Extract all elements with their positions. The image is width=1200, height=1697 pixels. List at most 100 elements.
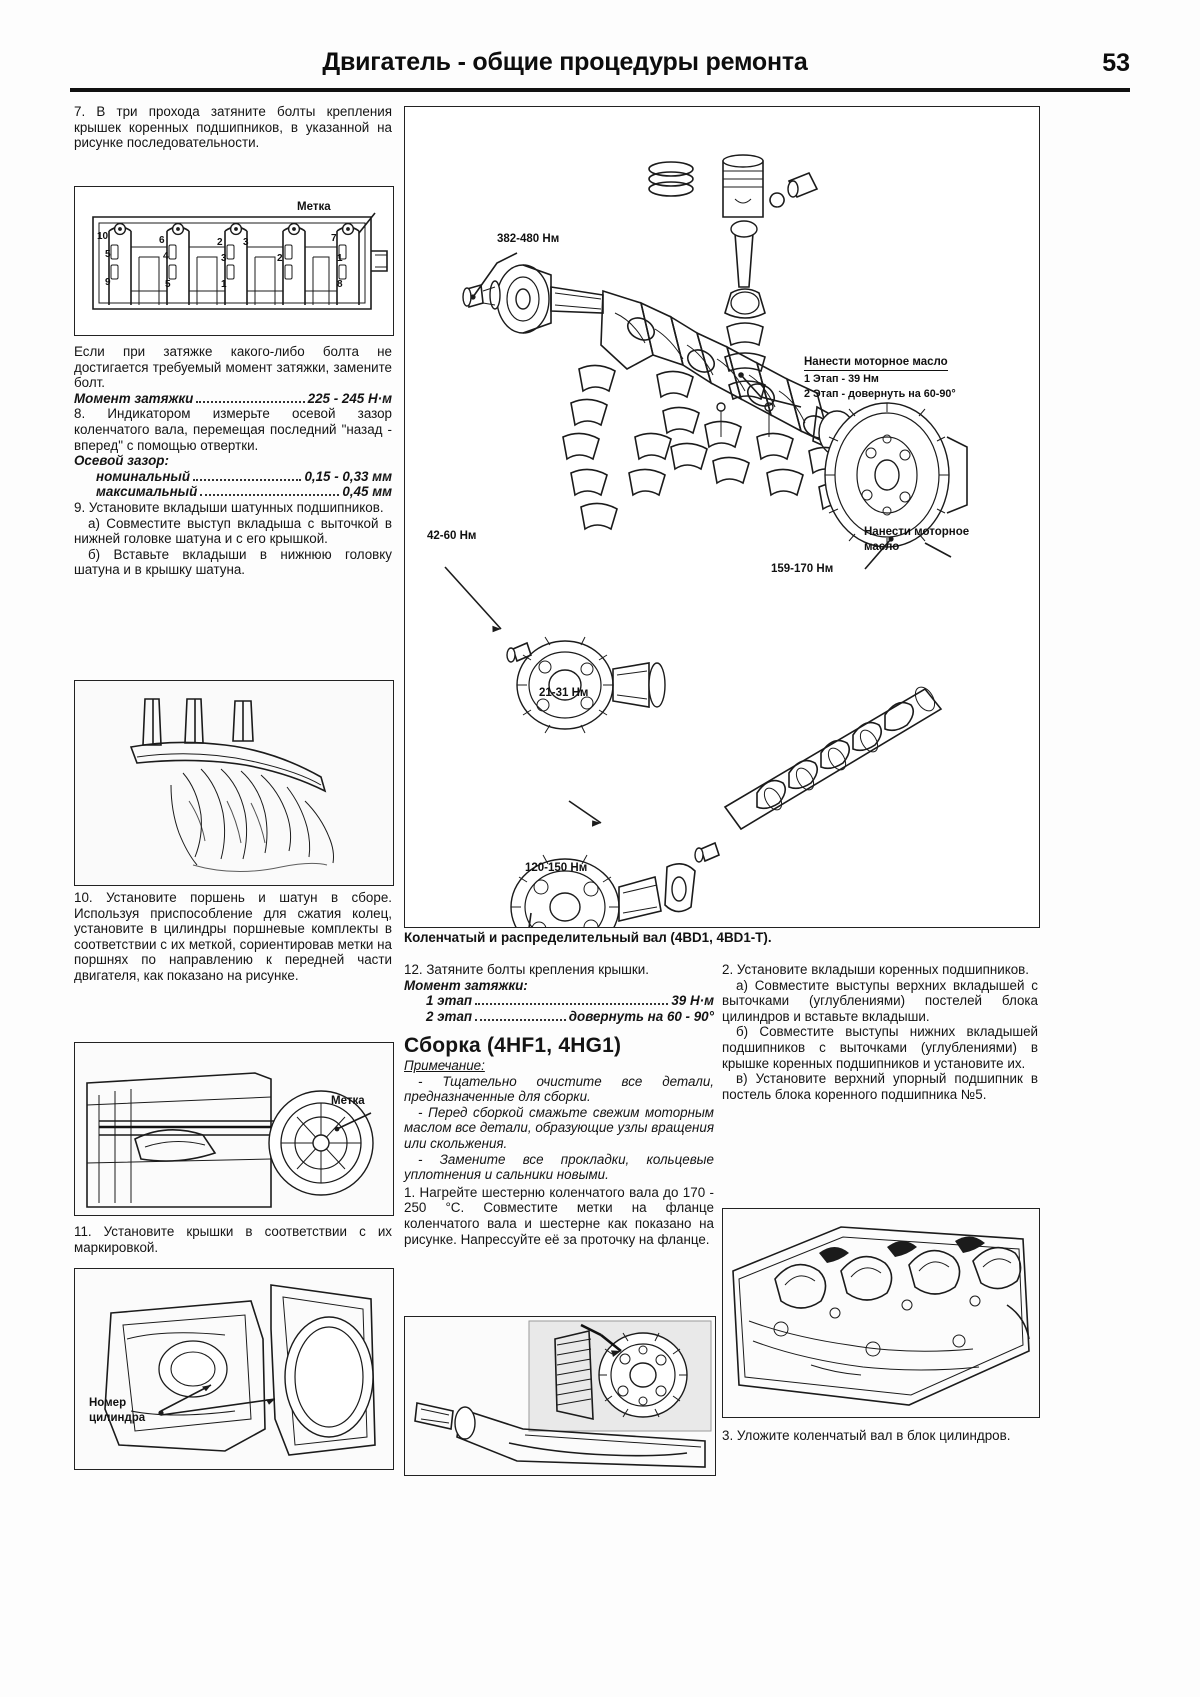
main-oil-note-2-line2: масло — [864, 541, 900, 553]
spec-stage-2: 2 этап довернуть на 60 - 90° — [404, 1009, 714, 1025]
svg-text:3: 3 — [243, 237, 249, 248]
section-title-assembly: Сборка (4HF1, 4HG1) — [404, 1034, 622, 1058]
main-oil-note-1-stage1: 1 Этап - 39 Нм — [804, 373, 879, 385]
spec-stage-1-label: 1 этап — [426, 993, 473, 1009]
dot-leader — [475, 1003, 669, 1006]
svg-text:7: 7 — [331, 233, 337, 244]
figure-1-drawing: 10 5 9 6 4 5 2 3 1 3 2 7 1 8 — [92, 212, 388, 310]
figure-4-label-cylinder: цилиндра — [89, 1412, 146, 1424]
right-column-body: 2. Установите вкладыши коренных подшипни… — [722, 962, 1038, 1102]
camshaft-assembly — [510, 686, 943, 927]
svg-text:5: 5 — [105, 249, 111, 260]
spec-tightening-torque: Момент затяжки 225 - 245 Н·м — [74, 391, 392, 407]
step-2a-text: а) Совместите выступы верхних вкладышей … — [722, 977, 1038, 1024]
spec-stage-1: 1 этап 39 Н·м — [404, 993, 714, 1009]
main-label-21-31: 21-31 Нм — [539, 687, 589, 699]
spec-axial-max-label: максимальный — [96, 484, 198, 500]
idler-gear-assembly — [506, 636, 666, 734]
para-replace-bolt: Если при затяжке какого-либо болта не до… — [74, 344, 392, 391]
spec-axial-max-value: 0,45 мм — [342, 484, 392, 500]
figure-4-drawing — [75, 1269, 393, 1469]
step-12-text: 12. Затяните болты крепления крышки. — [404, 962, 649, 977]
note-item-3: - Замените все прокладки, кольцевые упло… — [404, 1151, 714, 1183]
figure-1-label-metka: Метка — [297, 201, 331, 213]
step-1-text: 1. Нагрейте шестерню коленчатого вала до… — [404, 1184, 714, 1247]
dot-leader — [193, 478, 302, 481]
step-8-text: 8. Индикатором измерьте осевой зазор кол… — [74, 406, 392, 453]
figure-crank-gear-marks — [404, 1316, 716, 1476]
step-2-text: 2. Установите вкладыши коренных подшипни… — [722, 962, 1030, 977]
page-number: 53 — [1102, 49, 1130, 77]
svg-text:2: 2 — [277, 253, 283, 264]
step-9-text: 9. Установите вкладыши шатунных подшипни… — [74, 499, 384, 515]
leader-lines — [444, 252, 952, 927]
step-9b-text: б) Вставьте вкладыши в нижнюю головку ша… — [74, 546, 392, 578]
svg-text:8: 8 — [337, 279, 343, 290]
figure-crankshaft-camshaft-exploded: 382-480 Нм 42-60 Нм 21-31 Нм 120-150 Нм … — [404, 106, 1040, 928]
spec-stage-2-value: довернуть на 60 - 90° — [568, 1008, 714, 1024]
note-heading: Примечание: — [404, 1057, 485, 1073]
step-2v-text: в) Установите верхний упорный подшипник … — [722, 1071, 1038, 1102]
figure-conrod-bearing-install — [74, 680, 394, 886]
torque-head: Момент затяжки: — [404, 977, 528, 993]
main-figure-drawing — [405, 107, 1039, 927]
svg-text:5: 5 — [165, 279, 171, 290]
left-column-body-2: 10. Установите поршень и шатун в сборе. … — [74, 890, 392, 984]
main-label-382-480: 382-480 Нм — [497, 233, 560, 245]
figure-cap-cylinder-number: Номер цилиндра — [74, 1268, 394, 1470]
note-item-2: - Перед сборкой смажьте свежим моторным … — [404, 1104, 714, 1151]
flywheel — [824, 402, 968, 548]
note-item-1: - Тщательно очистите все детали, предназ… — [404, 1073, 714, 1105]
spec-axial-nominal-value: 0,15 - 0,33 мм — [304, 468, 392, 484]
figure-2-drawing — [75, 681, 393, 885]
page-title: Двигатель - общие процедуры ремонта — [322, 48, 808, 76]
main-oil-note-2-line1: Нанести моторное — [864, 526, 970, 538]
figure-4-label-number: Номер — [89, 1397, 127, 1409]
main-oil-note-1: Нанести моторное масло — [804, 356, 948, 371]
svg-text:1: 1 — [337, 253, 343, 264]
step-3-text: 3. Уложите коленчатый вал в блок цилиндр… — [722, 1428, 1011, 1443]
left-column-body-3: 11. Установите крышки в соответствии с и… — [74, 1224, 392, 1255]
spec-axial-max: максимальный 0,45 мм — [74, 484, 392, 500]
step-11-text: 11. Установите крышки в соответствии с и… — [74, 1224, 392, 1255]
step-2b-text: б) Совместите выступы нижних вкладышей п… — [722, 1024, 1038, 1071]
step-7-text: 7. В три прохода затяните болты креплени… — [74, 104, 392, 151]
main-label-42-60: 42-60 Нм — [427, 530, 477, 542]
spec-torque-value: 225 - 245 Н·м — [307, 390, 392, 406]
svg-text:4: 4 — [163, 251, 169, 262]
right-column-body-2: 3. Уложите коленчатый вал в блок цилиндр… — [722, 1428, 1038, 1444]
spec-torque-label: Момент затяжки — [74, 390, 194, 406]
figure-piston-mark: Метка — [74, 1042, 394, 1216]
figure-crankshaft-into-block — [722, 1208, 1040, 1418]
dot-leader — [200, 494, 340, 497]
spec-axial-nominal: номинальный 0,15 - 0,33 мм — [74, 469, 392, 485]
page-header: Двигатель - общие процедуры ремонта 53 — [70, 48, 1130, 96]
spec-stage-1-value: 39 Н·м — [671, 993, 714, 1009]
mid-column-body: 12. Затяните болты крепления крышки. Мом… — [404, 962, 714, 1247]
piston-group — [648, 154, 819, 437]
figure-6-drawing — [723, 1209, 1039, 1417]
figure-3-label-metka: Метка — [331, 1095, 365, 1107]
header-divider — [70, 88, 1130, 92]
svg-text:1: 1 — [221, 279, 227, 290]
spec-axial-nominal-label: номинальный — [96, 468, 191, 484]
svg-text:9: 9 — [105, 277, 111, 288]
main-oil-note-1-stage2: 2 Этап - довернуть на 60-90° — [804, 388, 956, 400]
svg-text:6: 6 — [159, 235, 165, 246]
main-label-120-150: 120-150 Нм — [525, 862, 588, 874]
figure-bearing-cap-sequence: 10 5 9 6 4 5 2 3 1 3 2 7 1 8 Метка — [74, 186, 394, 336]
figure-3-drawing — [75, 1043, 393, 1215]
left-column-step7: 7. В три прохода затяните болты креплени… — [74, 104, 392, 151]
main-label-159-170: 159-170 Нм — [771, 563, 834, 575]
step-9a-text: а) Совместите выступ вкладыша с выточкой… — [74, 515, 392, 547]
dot-leader — [475, 1018, 566, 1021]
svg-text:3: 3 — [221, 253, 227, 264]
figure-5-drawing — [405, 1317, 715, 1475]
axial-clearance-head: Осевой зазор: — [74, 453, 169, 469]
step-10-text: 10. Установите поршень и шатун в сборе. … — [74, 890, 392, 983]
main-figure-caption: Коленчатый и распределительный вал (4BD1… — [404, 930, 772, 945]
svg-text:2: 2 — [217, 237, 223, 248]
left-column-body-1: Если при затяжке какого-либо болта не до… — [74, 344, 392, 578]
dot-leader — [196, 400, 305, 403]
